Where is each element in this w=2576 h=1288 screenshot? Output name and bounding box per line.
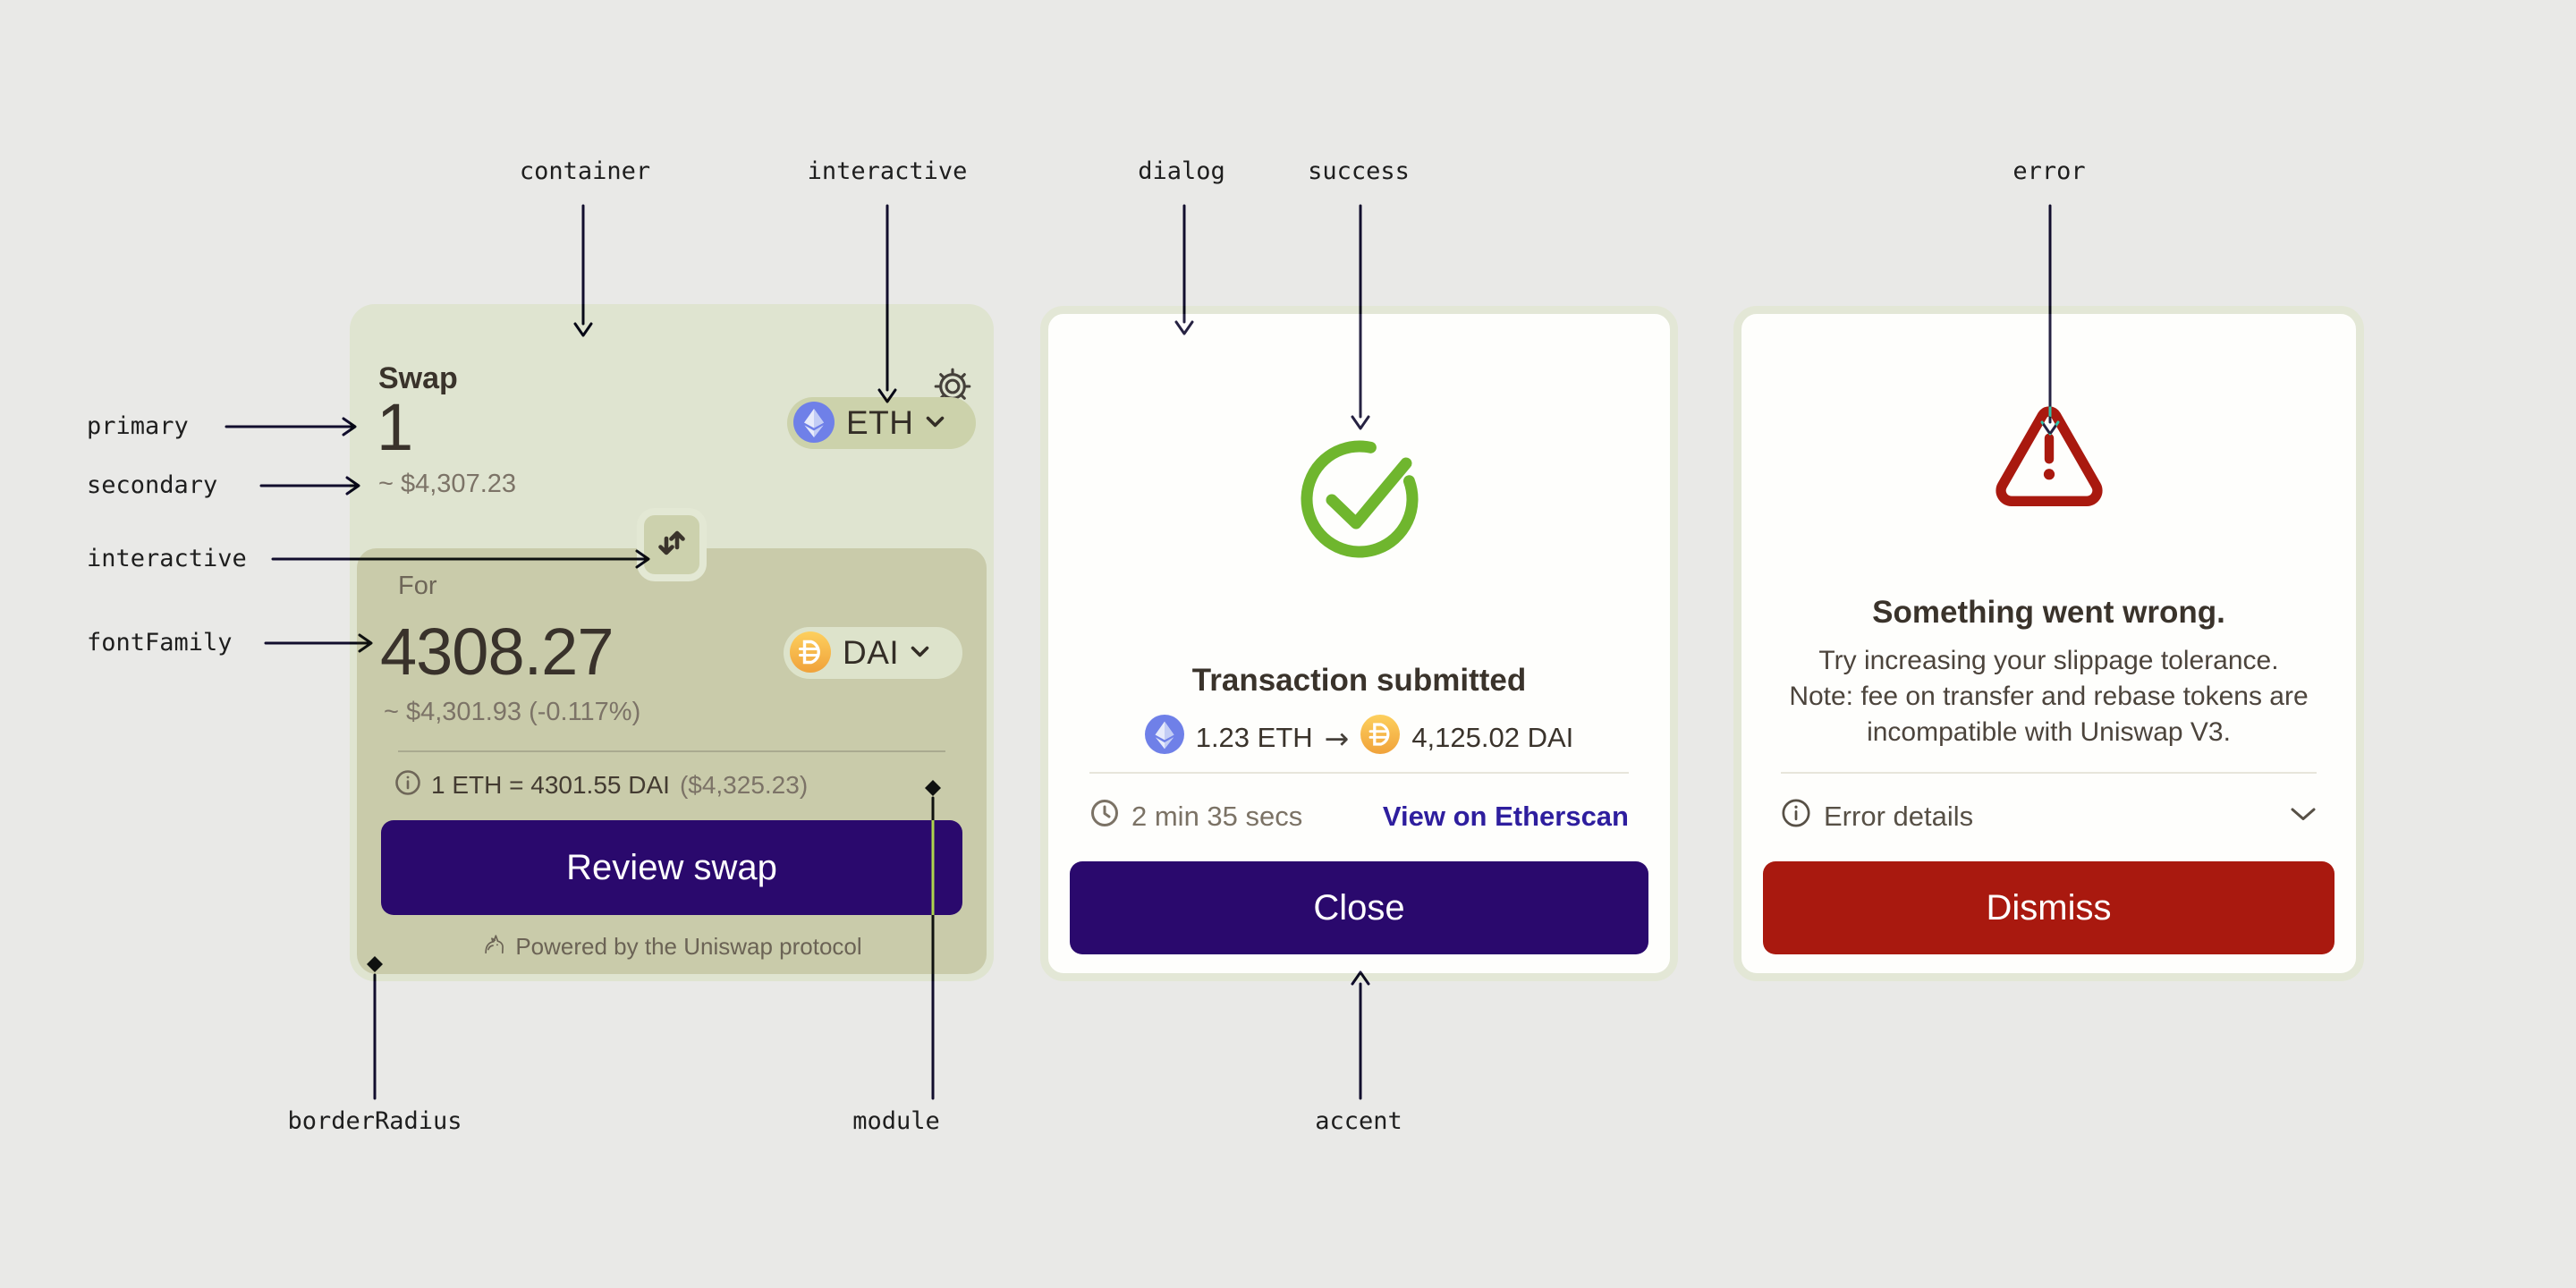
annotation-error: error xyxy=(2012,157,2086,185)
sell-token-label: ETH xyxy=(846,404,914,441)
annotation-interactive-top: interactive xyxy=(807,157,968,185)
duration-group: 2 min 35 secs xyxy=(1089,798,1302,835)
error-body-text: Try increasing your slippage tolerance. … xyxy=(1741,643,2356,750)
annotation-module: module xyxy=(852,1107,940,1135)
chevron-down-icon xyxy=(911,646,929,660)
buy-token-selector[interactable]: DAI xyxy=(784,627,962,679)
check-circle-icon xyxy=(1292,432,1427,571)
annotation-font-family: fontFamily xyxy=(87,629,233,657)
powered-by-footer: Powered by the Uniswap protocol xyxy=(357,931,987,962)
info-circle-icon xyxy=(1781,798,1811,835)
powered-by-text: Powered by the Uniswap protocol xyxy=(515,933,862,960)
exchange-rate-row[interactable]: 1 ETH = 4301.55 DAI ($4,325.23) xyxy=(394,768,808,802)
buy-fiat-value: ~ $4,301.93 (-0.117%) xyxy=(384,698,641,726)
dai-icon xyxy=(1360,715,1401,761)
dai-icon xyxy=(790,631,831,675)
exchange-rate-fiat: ($4,325.23) xyxy=(679,771,809,799)
error-body-line: incompatible with Uniswap V3. xyxy=(1867,717,2231,747)
error-dialog: Something went wrong. Try increasing you… xyxy=(1733,306,2364,981)
ethereum-icon xyxy=(1144,715,1184,761)
annotation-border-radius: borderRadius xyxy=(287,1107,462,1135)
annotation-interactive-left: interactive xyxy=(87,545,247,572)
review-swap-button[interactable]: Review swap xyxy=(381,820,962,915)
duration-text: 2 min 35 secs xyxy=(1131,801,1303,832)
transaction-dialog: Transaction submitted 1.23 ETH → xyxy=(1040,306,1678,981)
buy-amount-value[interactable]: 4308.27 xyxy=(380,614,614,689)
warning-triangle-icon xyxy=(1990,403,2108,514)
ethereum-icon xyxy=(793,401,835,445)
annotation-dialog: dialog xyxy=(1138,157,1225,185)
sell-fiat-value: ~ $4,307.23 xyxy=(378,470,517,498)
right-arrow-glyph: → xyxy=(1324,720,1350,756)
annotation-primary: primary xyxy=(87,412,189,440)
view-on-etherscan-link[interactable]: View on Etherscan xyxy=(1382,801,1629,832)
swap-card: Swap 1 xyxy=(350,304,994,981)
chevron-down-icon xyxy=(926,416,945,430)
error-details-label: Error details xyxy=(1824,801,1974,832)
exchange-rate-text: 1 ETH = 4301.55 DAI xyxy=(431,771,670,799)
sell-token-selector[interactable]: ETH xyxy=(787,397,976,449)
dismiss-button[interactable]: Dismiss xyxy=(1763,861,2334,954)
annotation-container: container xyxy=(519,157,651,185)
up-down-arrows-icon xyxy=(654,525,690,565)
from-amount: 1.23 ETH xyxy=(1195,722,1313,753)
error-title: Something went wrong. xyxy=(1872,595,2225,630)
error-body-line: Note: fee on transfer and rebase tokens … xyxy=(1789,682,2309,711)
to-amount: 4,125.02 DAI xyxy=(1411,722,1574,753)
dialog-divider xyxy=(1089,772,1629,774)
annotation-accent: accent xyxy=(1315,1107,1402,1135)
clock-icon xyxy=(1089,798,1120,835)
dialog-divider xyxy=(1781,772,2317,774)
buy-module: For 4308.27 DAI ~ $4,301.9 xyxy=(357,548,987,974)
swap-direction-button[interactable] xyxy=(637,508,707,581)
error-details-row[interactable]: Error details xyxy=(1781,797,2317,836)
buy-token-label: DAI xyxy=(843,634,900,671)
sell-amount-value[interactable]: 1 xyxy=(377,390,413,464)
buy-label: For xyxy=(398,572,437,600)
info-circle-icon xyxy=(394,769,421,802)
module-divider xyxy=(398,750,945,752)
annotation-secondary: secondary xyxy=(87,471,218,499)
close-button[interactable]: Close xyxy=(1070,861,1648,954)
chevron-down-icon[interactable] xyxy=(2290,807,2317,826)
annotation-success: success xyxy=(1308,157,1410,185)
error-body-line: Try increasing your slippage tolerance. xyxy=(1818,646,2279,675)
swap-summary-row: 1.23 ETH → 4,125.02 DAI xyxy=(1048,715,1670,761)
unicorn-icon xyxy=(481,931,506,962)
swap-card-title: Swap xyxy=(378,361,458,395)
dialog-title: Transaction submitted xyxy=(1191,663,1527,698)
